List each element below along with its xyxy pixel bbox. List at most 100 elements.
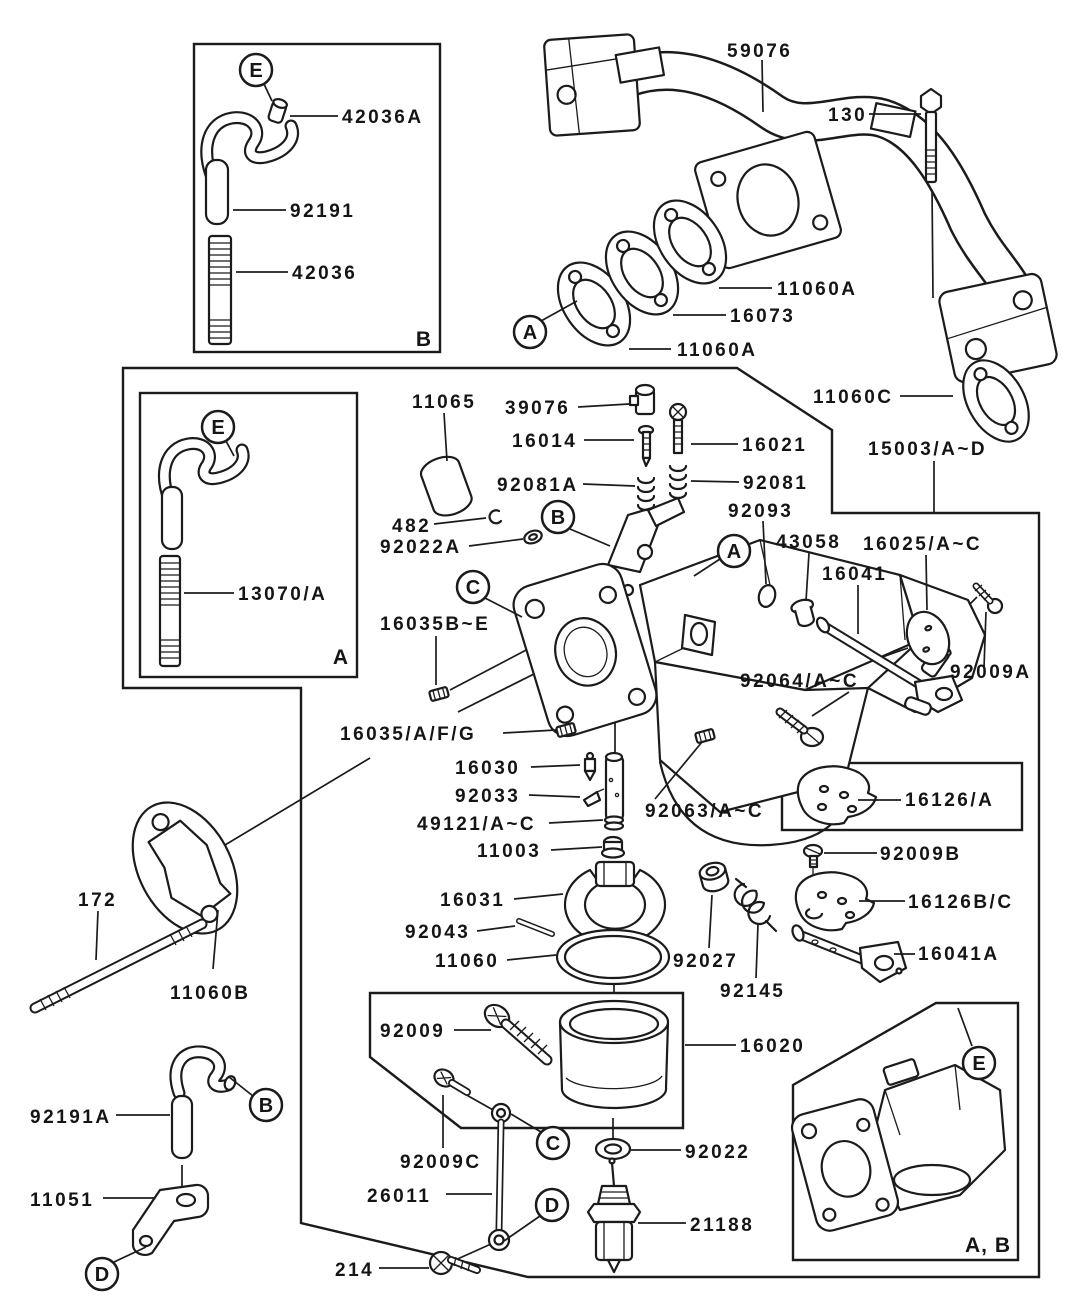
part-label-16126A: 16126/A [905,790,994,811]
leader-line [502,729,557,734]
part-label-92009C: 92009C [400,1152,482,1173]
part-label-16126BC: 16126B/C [908,892,1014,913]
part-label-39076: 39076 [505,398,570,419]
part-label-11060B: 11060B [170,983,251,1004]
callout-c-carb [455,569,491,605]
part-label-16025: 16025/A~C [863,534,982,555]
part-92081A-spring [636,476,656,512]
leader-line [530,764,581,768]
assembly-line [957,1007,973,1047]
part-130-bolt [919,87,943,184]
part-label-16021: 16021 [742,435,807,456]
part-label-13070: 13070/A [238,584,327,605]
part-16035AFG-jet-screw [555,722,577,738]
part-label-15003: 15003/A~D [868,439,987,460]
part-172-stud [29,918,208,1014]
leader-line [550,846,603,851]
leader-line [654,741,703,800]
callout-e-boxb [238,52,274,88]
leader-line [468,538,524,547]
part-label-92145: 92145 [720,981,785,1002]
leader-line [513,893,564,900]
callouts: E E A B C A B D C D E [84,52,997,1292]
part-92022-washer [594,1137,632,1161]
detail-box-a [138,391,359,679]
part-label-16035AFG: 16035/A/F/G [340,724,476,745]
part-labels: 59076 130 11060A 16073 11060A 11060C 150… [30,41,1032,1281]
callout-leader [540,300,578,322]
part-92191-tube [204,158,230,226]
part-92191A-hose [169,1045,237,1100]
part-92064-pilot-screw [775,707,825,748]
part-49121-main-jet [603,751,625,831]
callout-e-assembly [961,1045,997,1081]
part-16126A-plate [796,765,878,826]
part-92145-spring [733,877,778,933]
part-label-16030: 16030 [455,758,520,779]
part-label-11051: 11051 [30,1190,94,1211]
detail-box-ab [791,1001,1020,1262]
part-92022A-washer [523,529,543,545]
assembly-line [224,757,371,846]
leader-line [548,819,604,824]
callout-leader [693,558,721,577]
part-label-92009B: 92009B [880,844,962,865]
part-59076-manifold [543,33,1058,384]
main-diagram-frame [121,366,1041,1279]
part-16126BC-plate [794,871,876,932]
callout-leader [484,597,523,618]
part-label-11060A-2: 11060A [677,340,758,361]
part-label-130: 130 [828,105,867,126]
part-label-26011: 26011 [367,1186,431,1207]
callout-b-carb [540,499,576,535]
part-92093-oring [757,584,777,608]
part-label-92009A: 92009A [950,662,1032,683]
part-92009-screw [483,1003,553,1066]
callout-a-gasket [512,314,548,350]
callout-letter: E [249,60,262,82]
part-label-42036A: 42036A [342,107,424,128]
part-42036-stud [207,234,233,346]
leader-line [761,59,764,113]
part-label-92033: 92033 [455,786,520,807]
part-43058-plug [790,598,815,628]
leader-lines [95,59,987,1269]
callout-letter: A [727,541,741,563]
callout-letter: B [551,507,565,529]
callout-e-boxa [200,409,236,445]
part-label-92064: 92064/A~C [740,671,859,692]
part-92027-bushing [698,861,730,893]
leader-line [762,520,767,585]
leader-line [925,554,928,611]
leader-line [582,483,636,487]
part-label-11065: 11065 [412,392,476,413]
callout-letter: E [972,1053,985,1075]
callout-d-rod [534,1187,570,1223]
part-label-49121: 49121/A~C [417,814,536,835]
leader-line [708,894,713,949]
part-carburetor-assembly-ab [790,1058,1007,1232]
part-11060A-gasket-2 [652,199,728,285]
callout-letter: D [95,1264,109,1286]
part-21188-solenoid [586,1157,642,1274]
part-carburetor-body [512,496,987,847]
callout-c-rod [535,1125,571,1161]
part-92043-float-pin [516,918,555,937]
assembly-line [452,1243,492,1262]
part-label-92081: 92081 [743,473,808,494]
leader-line [983,611,987,669]
leader-line [528,794,581,798]
part-label-59076: 59076 [727,41,792,62]
leader-line [443,412,448,462]
leader-line [577,403,630,408]
part-hose-boxa [157,437,250,509]
part-label-92093: 92093 [728,501,793,522]
callout-letter: C [546,1133,560,1155]
part-16025-choke-plate [905,610,951,666]
leader-line [690,480,740,483]
leader-line [506,954,557,961]
part-11060-bowl-gasket [555,928,671,986]
part-39076-fitting [628,383,656,416]
